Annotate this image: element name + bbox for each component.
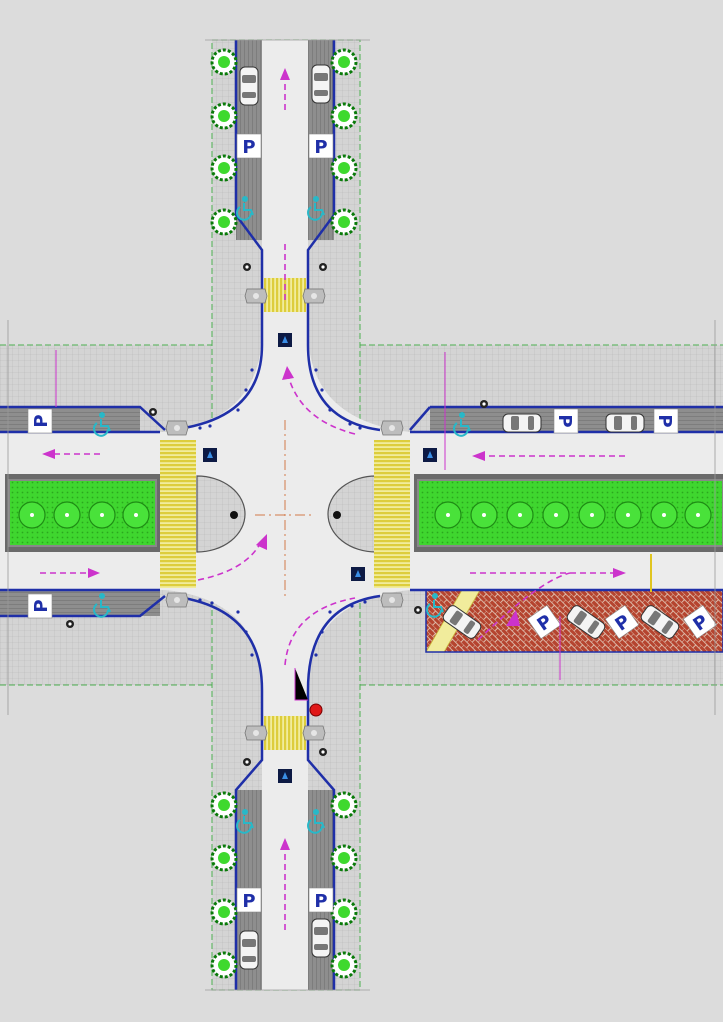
direction-arrow-icon bbox=[477, 572, 571, 641]
fire-hydrant-icon bbox=[309, 703, 323, 717]
crosswalks bbox=[160, 278, 410, 750]
accessible-parking-icon bbox=[426, 593, 444, 618]
parking-letter: P bbox=[242, 891, 255, 912]
pedestrian-button-icon bbox=[319, 748, 327, 756]
parking-sign-icon: P bbox=[526, 604, 562, 640]
parking-letter: P bbox=[654, 414, 675, 427]
accessible-parking-icon bbox=[93, 593, 111, 618]
direction-arrow-icon bbox=[284, 597, 356, 666]
accessible-parking-icon bbox=[236, 196, 254, 221]
pedestrian-button-icon bbox=[149, 408, 157, 416]
parking-sign-icon: P bbox=[682, 604, 718, 640]
traffic-light-icon bbox=[278, 333, 292, 347]
direction-arrow-icon bbox=[197, 534, 267, 581]
parking-letter: P bbox=[31, 599, 52, 612]
pedestrian-button-icon bbox=[243, 758, 251, 766]
traffic-light-icon bbox=[351, 567, 365, 581]
traffic-light-icon bbox=[423, 448, 437, 462]
parking-sign-icon: P bbox=[653, 408, 679, 434]
curb-dots bbox=[198, 368, 367, 657]
crosswalk-south bbox=[264, 716, 306, 750]
traffic-light-icon bbox=[278, 769, 292, 783]
parking-letter: P bbox=[314, 891, 327, 912]
direction-arrow-icon bbox=[280, 838, 290, 930]
curb-lines bbox=[0, 40, 723, 990]
crosswalk-west bbox=[160, 440, 196, 588]
parking-sign-icon: P bbox=[27, 593, 53, 619]
crosswalk-east bbox=[374, 440, 410, 588]
parking-letter: P bbox=[31, 414, 52, 427]
median-noses bbox=[196, 475, 377, 553]
parking-signs: P P P P P P P P bbox=[27, 133, 718, 913]
center-markings bbox=[255, 420, 315, 600]
parking-sign-icon: P bbox=[604, 604, 640, 640]
parking-sign-icon: P bbox=[308, 887, 334, 913]
direction-arrow-icon bbox=[42, 449, 100, 459]
direction-arrow-icon bbox=[40, 568, 100, 578]
pedestrian-button-icon bbox=[480, 400, 488, 408]
parking-letter: P bbox=[242, 137, 255, 158]
direction-arrow-icon bbox=[472, 451, 625, 461]
accessible-parking-icon bbox=[93, 412, 111, 437]
pedestrian-button-icon bbox=[319, 263, 327, 271]
accessible-parking-icon bbox=[453, 412, 471, 437]
parking-sign-icon: P bbox=[27, 408, 53, 434]
pedestrian-button-icon bbox=[66, 620, 74, 628]
pedestrian-button-icon bbox=[243, 263, 251, 271]
accessible-parking-symbols bbox=[93, 196, 471, 834]
parking-sign-icon: P bbox=[236, 887, 262, 913]
traffic-light-icon bbox=[203, 448, 217, 462]
parking-letter: P bbox=[314, 137, 327, 158]
parking-sign-icon: P bbox=[236, 133, 262, 159]
extension-lines bbox=[7, 39, 716, 991]
direction-arrow-icon bbox=[470, 568, 626, 578]
parking-sign-icon: P bbox=[308, 133, 334, 159]
parking-letter: P bbox=[554, 414, 575, 427]
lane-arrows bbox=[40, 68, 626, 930]
direction-arrow-icon bbox=[282, 366, 356, 435]
accessible-parking-icon bbox=[307, 809, 325, 834]
pedestrian-button-icon bbox=[414, 606, 422, 614]
direction-arrow-icon bbox=[280, 68, 290, 110]
accessible-parking-icon bbox=[236, 809, 254, 834]
reference-lines bbox=[55, 350, 561, 701]
parking-sign-icon: P bbox=[553, 408, 579, 434]
accessible-parking-icon bbox=[307, 196, 325, 221]
